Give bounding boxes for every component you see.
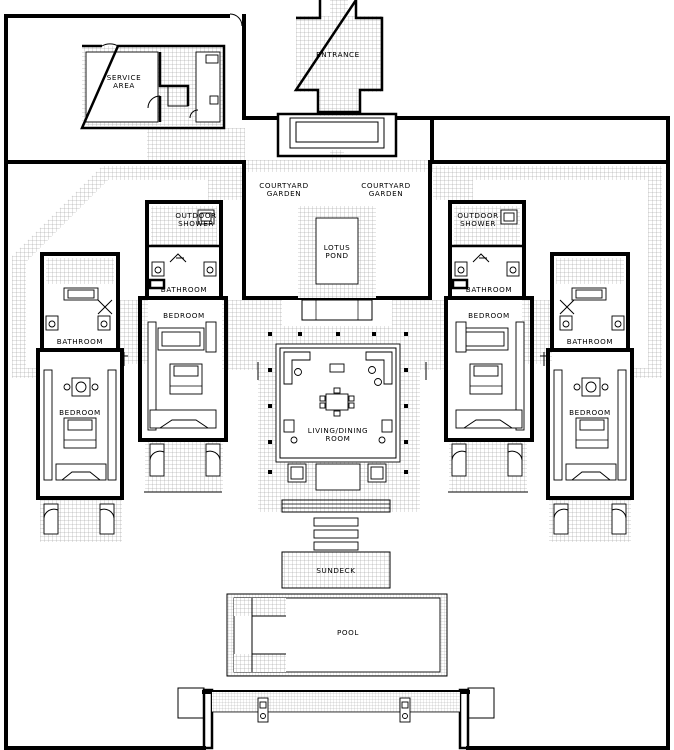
- sundeck-label: SUNDECK: [316, 566, 355, 575]
- bathroom-outer-left-label: BATHROOM: [57, 337, 103, 346]
- bedroom-outer-right-label: BEDROOM: [569, 408, 611, 417]
- outer-left-bedroom-pavilion: [36, 252, 124, 535]
- entrance-label: ENTRANCE: [316, 50, 360, 59]
- pool-label: POOL: [337, 628, 359, 637]
- inner-right-bedroom-pavilion: [444, 200, 534, 493]
- bedroom-inner-left-label: BEDROOM: [163, 311, 205, 320]
- sundeck: SUNDECK: [281, 551, 391, 589]
- bathroom-inner-right-label: BATHROOM: [466, 285, 512, 294]
- pond-label-1: LOTUS: [324, 243, 351, 252]
- pavilion-columns: [268, 332, 408, 474]
- shower-right-2: SHOWER: [460, 219, 496, 228]
- service-area: SERVICE AREA: [80, 43, 226, 130]
- pool: POOL: [226, 593, 448, 677]
- courtyard-left-1: COURTYARD: [259, 181, 308, 190]
- shower-left-2: SHOWER: [178, 219, 214, 228]
- living-dining-pavilion: LIVING/DINING ROOM: [268, 332, 408, 491]
- courtyard-right-2: GARDEN: [369, 189, 404, 198]
- courtyard-left-2: GARDEN: [267, 189, 302, 198]
- living-label-1: LIVING/DINING: [308, 426, 368, 435]
- pavilion-labels: OUTDOOR SHOWER OUTDOOR SHOWER BATHROOM B…: [57, 211, 613, 417]
- courtyard: COURTYARD GARDEN COURTYARD GARDEN LOTUS …: [259, 181, 410, 321]
- pond-label-2: POND: [325, 251, 348, 260]
- living-label-2: ROOM: [326, 434, 351, 443]
- service-label-2: AREA: [113, 81, 135, 90]
- door-swings: [120, 352, 548, 380]
- bedroom-inner-right-label: BEDROOM: [468, 311, 510, 320]
- bathroom-outer-right-label: BATHROOM: [567, 337, 613, 346]
- steps: [281, 499, 391, 551]
- outer-right-bedroom-pavilion: [546, 252, 634, 535]
- courtyard-right-1: COURTYARD: [361, 181, 410, 190]
- entrance-pavilion: ENTRANCE: [276, 0, 398, 158]
- service-label-1: SERVICE: [107, 73, 142, 82]
- shower-left-1: OUTDOOR: [175, 211, 216, 220]
- shower-right-1: OUTDOOR: [457, 211, 498, 220]
- bedroom-outer-left-label: BEDROOM: [59, 408, 101, 417]
- inner-left-bedroom-pavilion: [138, 200, 228, 493]
- bathroom-inner-left-label: BATHROOM: [161, 285, 207, 294]
- outer-walls: [4, 13, 670, 750]
